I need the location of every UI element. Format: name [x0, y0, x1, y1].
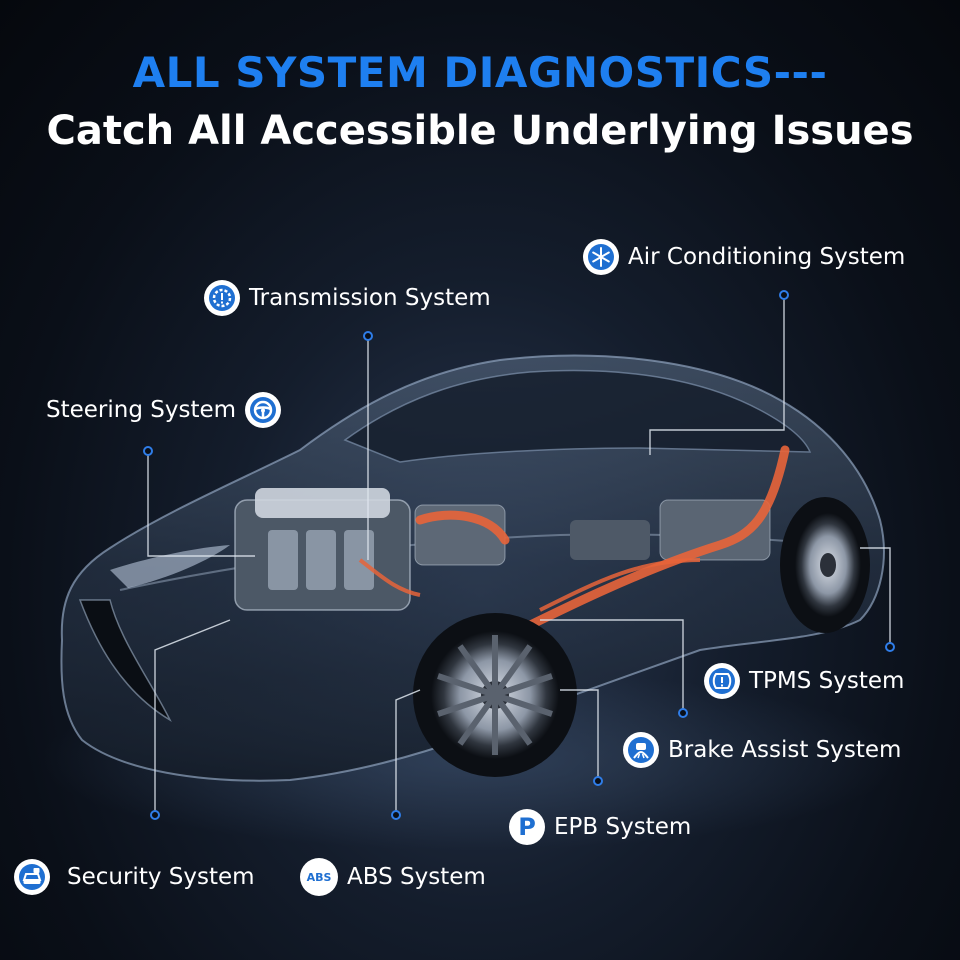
rear-wheel — [780, 497, 870, 633]
car-lock-icon — [14, 859, 50, 895]
label-text: Steering System — [46, 396, 237, 423]
parking-brake-icon-text: P — [518, 813, 536, 841]
label-text: EPB System — [554, 813, 692, 840]
label-transmission: Transmission System — [204, 280, 491, 316]
gear-icon — [204, 280, 240, 316]
page-subtitle: Catch All Accessible Underlying Issues — [46, 108, 914, 154]
tire-pressure-icon — [704, 663, 740, 699]
car-windows — [343, 369, 812, 463]
snowflake-icon — [583, 239, 619, 275]
label-text: ABS System — [347, 863, 486, 890]
label-text: TPMS System — [749, 667, 905, 694]
car-body — [60, 354, 885, 782]
front-wheel — [413, 613, 577, 777]
label-brake-assist: Brake Assist System — [623, 732, 901, 768]
hv-cable-thin — [358, 558, 701, 612]
rear-drivetrain — [570, 499, 771, 561]
page-title: ALL SYSTEM DIAGNOSTICS--- — [132, 48, 828, 97]
callout-dots — [143, 290, 895, 820]
label-epb: P EPB System — [509, 809, 691, 845]
steering-wheel-icon — [245, 392, 282, 428]
label-text: Brake Assist System — [668, 736, 902, 763]
abs-icon: ABS — [300, 858, 338, 896]
label-abs: ABS ABS System — [300, 858, 486, 896]
label-text: Air Conditioning System — [628, 243, 906, 270]
label-text: Security System — [67, 863, 255, 890]
label-tpms: TPMS System — [704, 663, 904, 699]
label-security: Security System — [14, 859, 255, 895]
label-steering: Steering System — [46, 392, 282, 428]
brake-assist-icon — [623, 732, 659, 768]
abs-icon-text: ABS — [306, 870, 332, 884]
parking-brake-icon: P — [509, 809, 545, 845]
hv-cable — [415, 445, 790, 655]
front-grille — [78, 599, 172, 722]
label-air-conditioning: Air Conditioning System — [583, 239, 905, 275]
label-text: Transmission System — [249, 284, 491, 311]
callout-lines — [147, 295, 891, 815]
